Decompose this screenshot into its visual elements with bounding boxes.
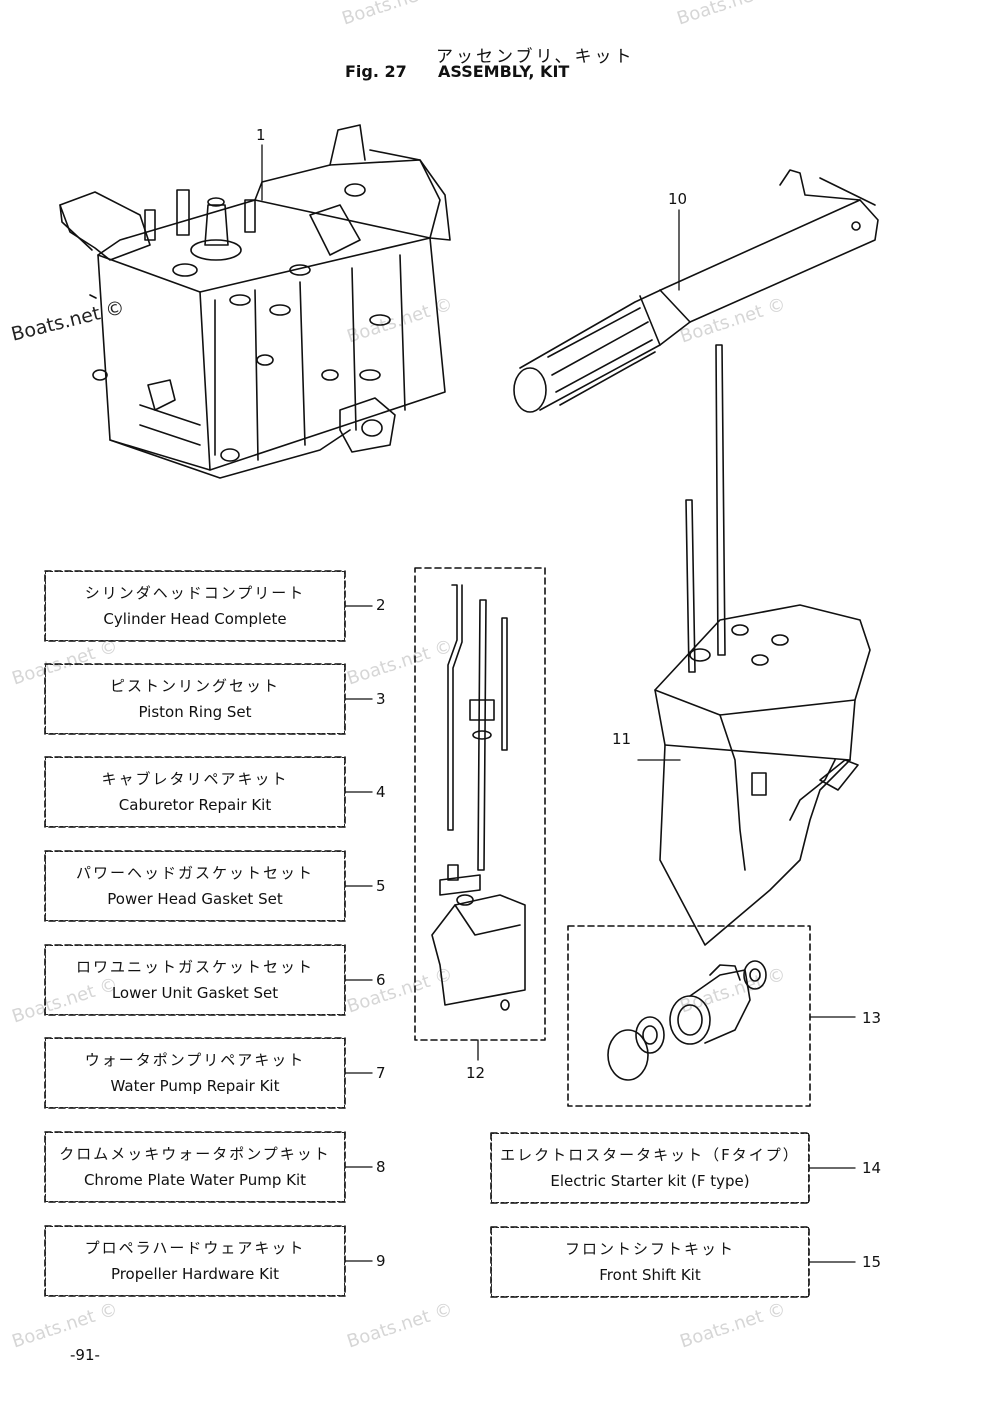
callout-number: 7	[376, 1064, 386, 1082]
callout-number: 4	[376, 783, 386, 801]
kit-name: Caburetor Repair Kit	[118, 796, 272, 814]
kit-box-cylinder-head: シリンダヘッドコンプリート Cylinder Head Complete	[45, 571, 345, 641]
cylinder-block-drawing	[59, 124, 451, 479]
shift-kit-drawing	[431, 584, 526, 1011]
kit-box-propeller-hardware: プロペラハードウェアキット Propeller Hardware Kit	[45, 1226, 345, 1296]
callout-number: 12	[466, 1064, 486, 1082]
kit-box-water-pump-repair: ウォータポンプリペアキット Water Pump Repair Kit	[45, 1038, 345, 1108]
kit-name: Chrome Plate Water Pump Kit	[83, 1171, 307, 1189]
kit-box-chrome-water-pump: クロムメッキウォータポンプキット Chrome Plate Water Pump…	[45, 1132, 345, 1202]
kit-name-japanese: ピストンリングセット	[109, 677, 280, 695]
callout-number: 5	[376, 877, 386, 895]
kit-box-front-shift: フロントシフトキット Front Shift Kit	[491, 1227, 809, 1297]
kit-box-electric-starter: エレクトロスタータキット（Fタイプ） Electric Starter kit …	[491, 1133, 809, 1203]
pump-kit-drawing	[607, 960, 767, 1081]
shift-kit-box	[414, 567, 546, 1041]
kit-name: Front Shift Kit	[599, 1266, 701, 1284]
lower-unit-drawing	[654, 344, 871, 946]
kit-name-japanese: キャブレタリペアキット	[101, 770, 289, 788]
callout-number: 3	[376, 690, 386, 708]
kit-name: Power Head Gasket Set	[107, 890, 283, 908]
callout-number: 9	[376, 1252, 386, 1270]
kit-name-japanese: フロントシフトキット	[564, 1240, 735, 1258]
callout-number: 2	[376, 596, 386, 614]
kit-name: Propeller Hardware Kit	[110, 1265, 280, 1283]
callout-number: 6	[376, 971, 386, 989]
callout-number: 8	[376, 1158, 386, 1176]
callout-number: 14	[862, 1159, 882, 1177]
kit-name-japanese: プロペラハードウェアキット	[84, 1239, 306, 1257]
figure-number: Fig. 27	[345, 62, 407, 81]
figure-title: ASSEMBLY, KIT	[438, 62, 570, 81]
callout-number: 15	[862, 1253, 882, 1271]
tiller-handle-drawing	[513, 169, 879, 413]
kit-name-japanese: エレクトロスタータキット（Fタイプ）	[500, 1146, 800, 1164]
kit-name-japanese: シリンダヘッドコンプリート	[84, 584, 306, 602]
kit-name-japanese: パワーヘッドガスケットセット	[75, 864, 314, 882]
kit-box-power-head-gasket: パワーヘッドガスケットセット Power Head Gasket Set	[45, 851, 345, 921]
kit-name-japanese: クロムメッキウォータポンプキット	[59, 1145, 331, 1163]
callout-number: 10	[668, 190, 688, 208]
kit-box-carburetor: キャブレタリペアキット Caburetor Repair Kit	[45, 757, 345, 827]
callout-number: 13	[862, 1009, 882, 1027]
kit-name: Water Pump Repair Kit	[110, 1077, 280, 1095]
kit-name: Electric Starter kit (F type)	[550, 1172, 750, 1190]
kit-box-lower-unit-gasket: ロワユニットガスケットセット Lower Unit Gasket Set	[45, 945, 345, 1015]
figure-title-japanese: アッセンブリ、キット	[436, 47, 635, 67]
pump-kit-box	[567, 925, 811, 1107]
kit-name-japanese: ロワユニットガスケットセット	[75, 958, 314, 976]
kit-name: Cylinder Head Complete	[103, 610, 287, 628]
kit-name-japanese: ウォータポンプリペアキット	[84, 1051, 306, 1069]
kit-name: Lower Unit Gasket Set	[111, 984, 279, 1002]
callout-number: 11	[612, 730, 632, 748]
kit-box-piston-ring: ピストンリングセット Piston Ring Set	[45, 664, 345, 734]
page-number: -91-	[70, 1346, 100, 1364]
kit-name: Piston Ring Set	[138, 703, 252, 721]
callout-number: 1	[256, 126, 266, 144]
leader-lines	[261, 144, 856, 1263]
